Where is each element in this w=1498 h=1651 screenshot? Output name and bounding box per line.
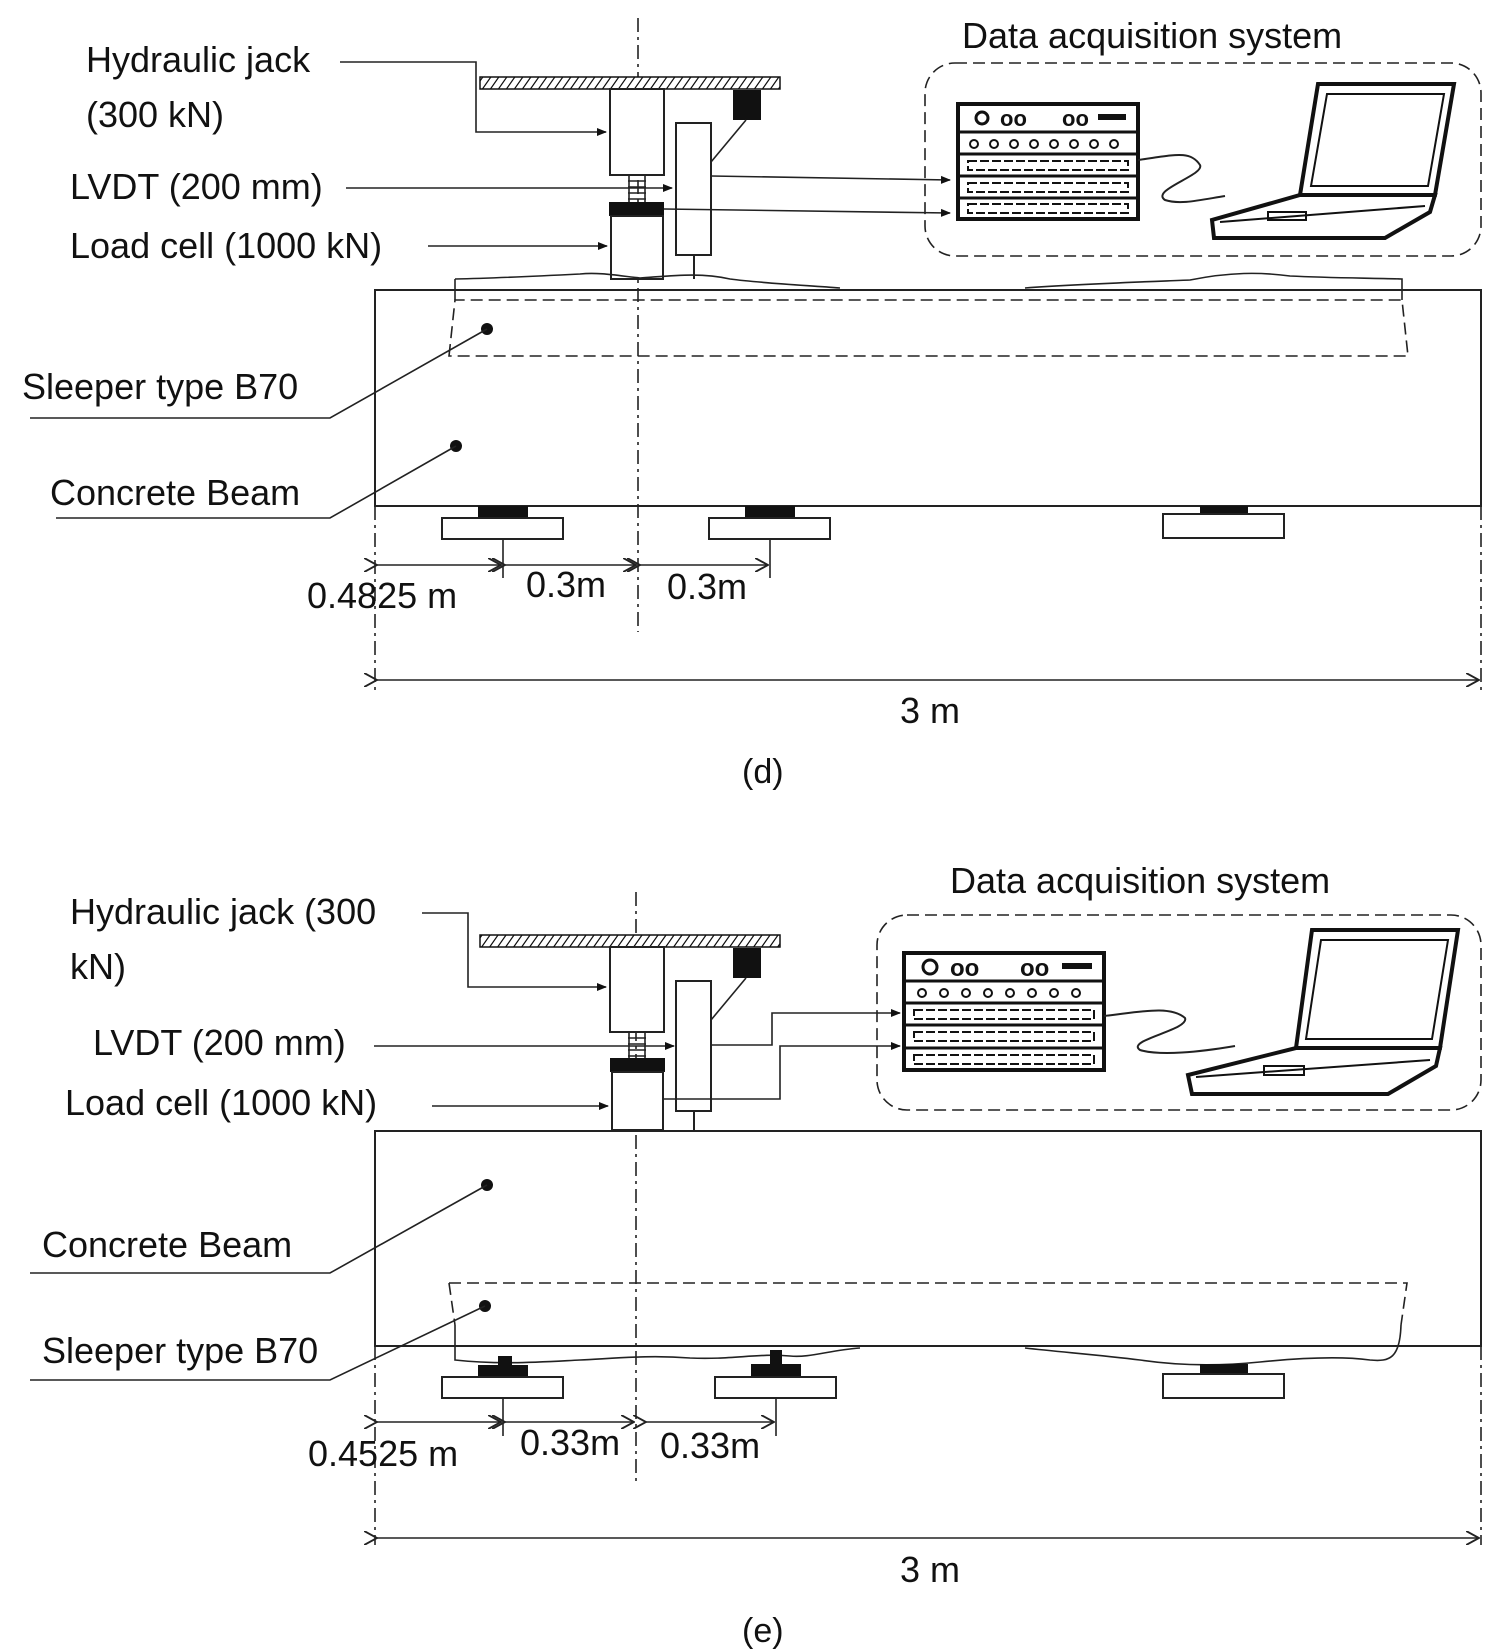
ballast-surface — [454, 1324, 1402, 1366]
load-cell-plate — [609, 202, 664, 216]
dim-right: 0.33m — [660, 1425, 760, 1466]
label-hydraulic-jack-capacity: kN) — [70, 946, 126, 987]
daq-unit: oo oo — [902, 951, 1106, 1072]
svg-text:oo: oo — [1020, 955, 1049, 982]
caption-d: (d) — [742, 753, 784, 791]
signal-wire-load-cell — [664, 1042, 901, 1100]
hydraulic-jack — [609, 88, 665, 176]
ballast-surface — [454, 272, 1403, 300]
reaction-frame — [479, 934, 781, 948]
leader-sleeper — [30, 328, 488, 419]
concrete-beam — [374, 289, 1482, 507]
panel-d: Hydraulic jack (300 kN) LVDT (200 mm) Lo… — [22, 15, 1482, 791]
load-cell — [611, 1071, 664, 1131]
label-data-acquisition: Data acquisition system — [962, 15, 1342, 56]
daq-unit: oo oo — [956, 102, 1140, 221]
laptop-icon — [1209, 82, 1457, 240]
label-sleeper: Sleeper type B70 — [22, 366, 298, 407]
threaded-rod — [628, 1032, 646, 1058]
label-lvdt: LVDT (200 mm) — [70, 166, 323, 207]
label-concrete-beam: Concrete Beam — [50, 472, 300, 513]
lvdt-arm — [710, 977, 747, 1021]
support-middle — [708, 506, 831, 540]
dim-edge: 0.4825 m — [307, 575, 457, 616]
signal-wire-lvdt — [710, 175, 951, 184]
leader-hydraulic-jack — [340, 61, 607, 136]
lvdt-clamp — [733, 948, 761, 978]
label-load-cell: Load cell (1000 kN) — [70, 225, 382, 266]
dim-left: 0.3m — [526, 564, 606, 605]
svg-text:oo: oo — [1000, 106, 1027, 131]
label-concrete-beam: Concrete Beam — [42, 1224, 292, 1265]
hydraulic-jack — [609, 946, 665, 1033]
signal-wire-lvdt — [711, 1009, 901, 1046]
daq-enclosure — [876, 914, 1482, 1111]
dim-total: 3 m — [900, 1549, 960, 1590]
label-load-cell: Load cell (1000 kN) — [65, 1082, 377, 1123]
support-right — [1162, 1364, 1285, 1399]
lvdt-clamp — [733, 90, 761, 120]
signal-wire-load-cell — [663, 208, 951, 217]
load-cell — [610, 215, 664, 280]
svg-text:oo: oo — [1062, 106, 1089, 131]
dim-right: 0.3m — [667, 566, 747, 607]
label-hydraulic-jack-capacity: (300 kN) — [86, 94, 224, 135]
label-sleeper: Sleeper type B70 — [42, 1330, 318, 1371]
lvdt-arm — [710, 119, 747, 163]
label-lvdt: LVDT (200 mm) — [93, 1022, 346, 1063]
panel-e: Hydraulic jack (300 kN) LVDT (200 mm) Lo… — [30, 860, 1482, 1650]
svg-text:oo: oo — [950, 955, 979, 982]
leader-hydraulic-jack — [422, 912, 607, 991]
leader-beam — [56, 445, 457, 519]
support-left — [441, 506, 564, 540]
label-data-acquisition: Data acquisition system — [950, 860, 1330, 901]
leader-beam — [30, 1184, 488, 1274]
concrete-beam — [374, 1130, 1482, 1347]
daq-cable — [1103, 1009, 1236, 1054]
dim-left: 0.33m — [520, 1422, 620, 1463]
caption-e: (e) — [742, 1612, 784, 1650]
support-middle — [714, 1350, 837, 1399]
load-cell-plate — [610, 1058, 665, 1072]
dim-edge: 0.4525 m — [308, 1433, 458, 1474]
sleeper-b70 — [448, 299, 1409, 357]
reaction-frame — [479, 76, 781, 90]
daq-cable — [1137, 154, 1226, 204]
daq-enclosure — [924, 62, 1482, 257]
lvdt — [675, 980, 712, 1112]
support-right — [1162, 506, 1285, 539]
label-hydraulic-jack: Hydraulic jack — [86, 39, 311, 80]
label-hydraulic-jack: Hydraulic jack (300 — [70, 891, 376, 932]
sleeper-b70 — [449, 1282, 1408, 1326]
laptop-icon — [1185, 928, 1461, 1096]
sleeper-b70-left — [448, 1282, 456, 1326]
lvdt — [675, 122, 712, 256]
dim-total: 3 m — [900, 690, 960, 731]
leader-sleeper — [30, 1305, 486, 1381]
